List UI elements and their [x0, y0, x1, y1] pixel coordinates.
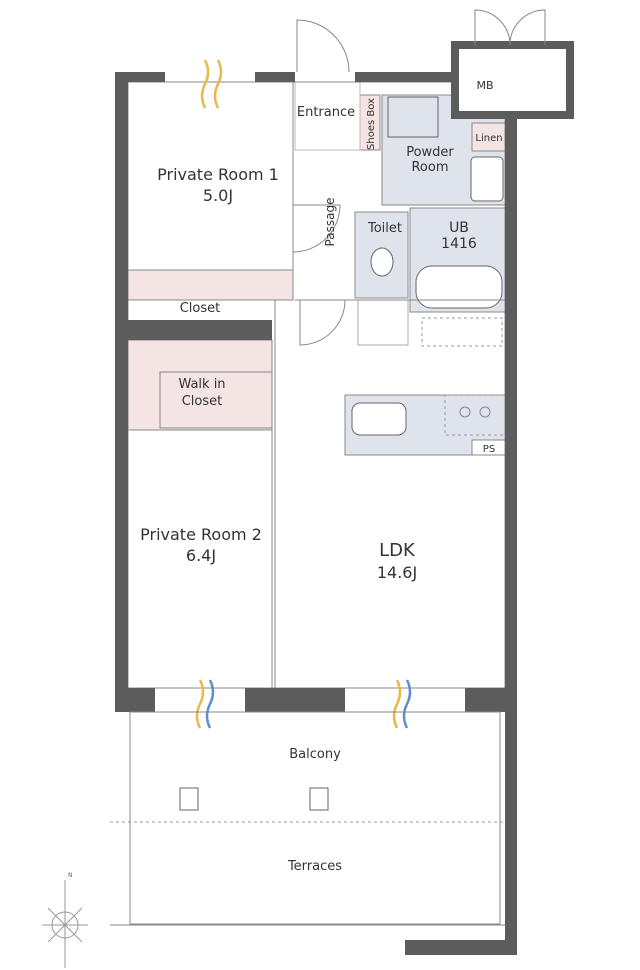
powder-room-label: Powder [406, 145, 454, 160]
mb-doors [474, 9, 546, 46]
fridge-space [357, 299, 409, 346]
washing-machine-pan [387, 96, 439, 138]
powder-room-label-2: Room [411, 160, 448, 175]
wall-left [115, 72, 128, 712]
compass-icon [42, 880, 88, 968]
mb-label: MB [476, 79, 493, 92]
balcony-outline [129, 711, 501, 925]
toilet-bowl [370, 247, 394, 277]
wall-right [505, 72, 517, 955]
entrance-label: Entrance [297, 105, 355, 120]
private-room-2-size: 6.4J [186, 546, 216, 565]
linen-area [471, 122, 506, 152]
ventilation-icon [195, 679, 205, 729]
burner [479, 406, 491, 418]
entrance-door [296, 19, 350, 73]
closet-label: Closet [180, 301, 221, 316]
walk-in-closet-label-2: Closet [182, 394, 223, 409]
shoes-box-label: Shoes Box [366, 98, 377, 150]
toilet-door [292, 204, 341, 253]
ldk-size: 14.6J [377, 563, 417, 582]
wall-top [115, 72, 165, 82]
ub-size: 1416 [441, 236, 477, 252]
terraces-label: Terraces [287, 859, 342, 874]
balcony-label: Balcony [289, 747, 341, 762]
ldk-label: LDK [379, 540, 416, 561]
private-room-2-label: Private Room 2 [140, 525, 262, 544]
kitchen-sink [351, 402, 407, 436]
ldk-door [299, 299, 346, 346]
ventilation-icon [392, 679, 402, 729]
private-room-1-size: 5.0J [203, 186, 233, 205]
toilet-label: Toilet [367, 221, 402, 236]
washbasin [470, 156, 504, 202]
walk-in-closet-label: Walk in [178, 377, 225, 392]
passage-label: Passage [323, 198, 337, 247]
mb-box [451, 41, 574, 119]
ub-label: UB [449, 220, 469, 236]
burner [459, 406, 471, 418]
ps-label: PS [483, 444, 495, 455]
storage-space [421, 317, 503, 347]
wall-bottom-right [405, 940, 517, 955]
ventilation-icon [200, 59, 223, 109]
bathtub [415, 265, 503, 309]
linen-label: Linen [475, 133, 502, 144]
entrance-tiles [294, 81, 361, 151]
walk-in-closet-inner [159, 371, 273, 429]
private-room-1-label: Private Room 1 [157, 165, 279, 184]
compass-north-label: N [68, 872, 73, 879]
drain-icon [179, 787, 199, 811]
drain-icon [309, 787, 329, 811]
closet-area [127, 269, 294, 301]
partition-wall [128, 320, 272, 340]
